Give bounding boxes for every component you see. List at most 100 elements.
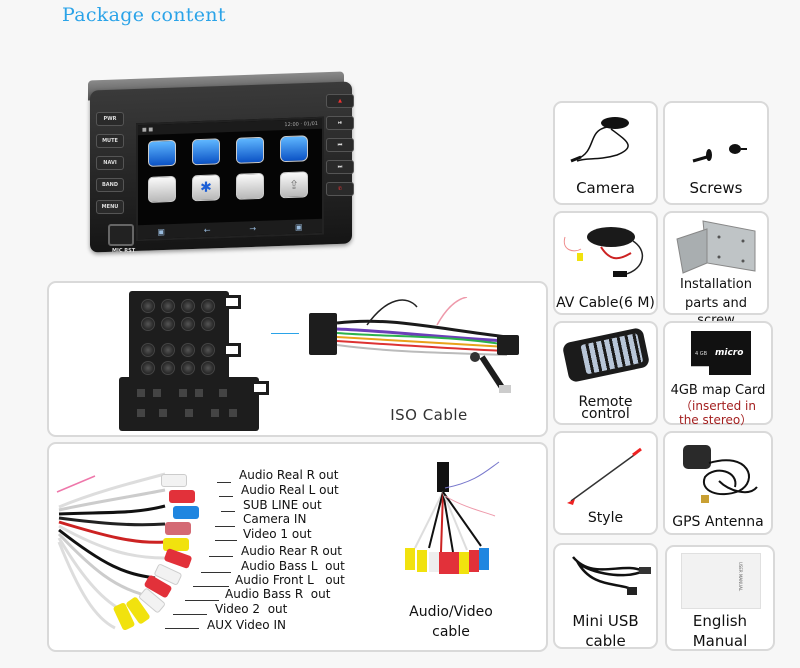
iso-slot: [211, 409, 219, 417]
stereo-right-buttons: ▲ ⏯ ⏮ ⏭ ✆: [326, 94, 354, 196]
av-cable-label-line1: Audio/Video: [409, 604, 493, 620]
iso-pin: [141, 317, 155, 331]
item-label: Remote: [578, 394, 633, 410]
item-label: Screws: [689, 179, 743, 197]
forward-arrow-icon: →: [249, 223, 257, 233]
item-card-installation: Installation parts and screw: [663, 211, 769, 328]
iso-pin: [201, 361, 215, 375]
mute-button: MUTE: [96, 134, 124, 148]
screen-app-grid: ✱ ⇪: [148, 135, 314, 203]
iso-slot: [153, 389, 161, 397]
iso-slot: [159, 409, 167, 417]
band-button: BAND: [96, 178, 124, 192]
rca-harness-image: [56, 472, 166, 630]
iso-pin: [161, 317, 175, 331]
iso-clip: [223, 343, 241, 357]
item-label: Camera: [576, 179, 635, 197]
item-label: Style: [587, 510, 624, 526]
av-cable-label-line2: cable: [432, 624, 470, 640]
usb-icon: ⇪: [280, 171, 308, 199]
iso-pin: [201, 317, 215, 331]
screws-image: [692, 144, 747, 163]
navigation-icon: [280, 135, 308, 163]
ipod-icon: [236, 172, 264, 200]
label-leader-line: [221, 511, 235, 512]
connector-label: Video 2 out: [215, 602, 288, 616]
iso-pin: [141, 361, 155, 375]
rca-plug-blue: [173, 506, 199, 519]
page-title: Package content: [62, 4, 226, 26]
play-pause-icon: ⏯: [326, 116, 354, 130]
user-manual-image: USER MANUAL: [681, 553, 761, 609]
iso-slot: [137, 389, 145, 397]
phone-icon: ✆: [326, 182, 354, 196]
connector-label: Camera IN: [243, 512, 307, 526]
item-label: Installation: [679, 277, 752, 292]
iso-pin: [161, 361, 175, 375]
iso-pin: [181, 361, 195, 375]
stereo-head-unit: PWR MUTE NAVI BAND MENU ▲ ⏯ ⏮ ⏭ ✆ MIC RS…: [84, 71, 366, 256]
iso-clip: [223, 295, 241, 309]
stereo-screen: ■ ■12:00 · 01/01 ✱ ⇪ ▣ ← → ▣: [136, 116, 324, 242]
map-icon: [148, 175, 176, 203]
microsd-logo: micro: [715, 348, 744, 358]
iso-wire-harness-image: [309, 297, 519, 393]
mic-label: MIC RST: [112, 248, 136, 254]
iso-pin: [141, 299, 155, 313]
iso-connector-lower: [119, 377, 259, 431]
item-card-av-cable: AV Cable(6 M): [553, 211, 658, 315]
iso-cable-label: ISO Cable: [390, 406, 468, 424]
eject-icon: ▲: [326, 94, 354, 108]
item-card-remote: Remote control: [553, 321, 658, 425]
camera-image: [570, 117, 629, 163]
connector-label: Audio Real L out: [241, 483, 339, 497]
item-label: GPS Antenna: [672, 514, 764, 530]
back-arrow-icon: ←: [203, 225, 211, 235]
manual-cover-title: USER MANUAL: [738, 561, 744, 592]
connector-label: SUB LINE out: [243, 498, 322, 512]
window-icon: ▣: [294, 221, 303, 232]
iso-slot: [195, 389, 203, 397]
remote-keypad: [580, 333, 644, 375]
item-label: Manual: [692, 632, 748, 650]
connector-label: Audio Rear R out: [241, 544, 343, 558]
rca-plug-pink: [165, 522, 191, 535]
label-leader-line: [185, 600, 219, 601]
iso-slot: [185, 409, 193, 417]
item-label: AV Cable(6 M): [556, 295, 655, 311]
settings-icon: [236, 136, 264, 164]
tv-icon: [192, 138, 220, 166]
rca-plug-yellow: [163, 538, 189, 551]
iso-pin: [141, 343, 155, 357]
iso-connector-image: [119, 291, 269, 433]
mini-usb-cable-image: [572, 556, 651, 595]
item-card-gps: GPS Antenna: [663, 431, 773, 535]
rca-plug-white: [161, 474, 187, 487]
home-icon: ▣: [157, 226, 165, 237]
iso-slot: [137, 409, 145, 417]
rca-plug-red: [169, 490, 195, 503]
connector-label: AUX Video IN: [207, 618, 286, 632]
iso-pin: [181, 317, 195, 331]
label-leader-line: [201, 572, 231, 573]
item-card-mini-usb: Mini USB cable: [553, 543, 658, 650]
bluetooth-icon: ✱: [192, 174, 220, 202]
iso-cable-card: ISO Cable: [47, 281, 548, 437]
av-cable-card: Audio Real R out Audio Real L out SUB LI…: [47, 442, 548, 652]
connector-label: Audio Real R out: [239, 468, 339, 482]
connector-label: Audio Bass L out: [241, 559, 345, 573]
item-label: control: [581, 406, 630, 422]
item-card-camera: Camera: [553, 101, 658, 205]
usb-port-icon: [108, 224, 134, 246]
connector-label: Video 1 out: [243, 527, 312, 541]
label-leader-line: [193, 586, 229, 587]
iso-slot: [179, 389, 187, 397]
connector-label: Audio Front L out: [235, 573, 345, 587]
iso-pin: [201, 343, 215, 357]
item-label: English: [692, 612, 748, 630]
navi-button: NAVI: [96, 156, 124, 170]
label-leader-line: [219, 496, 233, 497]
item-card-manual: USER MANUAL English Manual: [665, 545, 775, 651]
stereo-left-buttons: PWR MUTE NAVI BAND MENU: [96, 112, 124, 214]
stylus-image: [567, 447, 642, 505]
